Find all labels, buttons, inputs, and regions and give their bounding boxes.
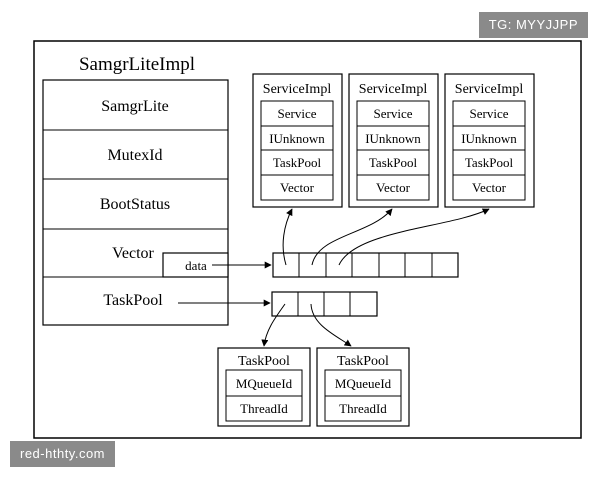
- service-impl-field: Service: [278, 106, 317, 121]
- service-impl-box-3: [444, 73, 535, 208]
- service-impl-field: TaskPool: [369, 155, 418, 170]
- watermark-bottom: red-hthty.com: [10, 441, 116, 467]
- samgr-field-vector: Vector: [112, 245, 154, 262]
- service-impl-title: ServiceImpl: [263, 82, 332, 97]
- task-pool-box-2: [316, 347, 410, 427]
- service-impl-field: Vector: [280, 180, 315, 195]
- task-pool-title: TaskPool: [337, 354, 389, 369]
- task-pool-box-1: [217, 347, 311, 427]
- vector-slot-to-service-3-arrow: [338, 208, 490, 266]
- pool-slot-to-taskpool-2-arrow: [310, 303, 352, 347]
- service-impl-field: Vector: [472, 180, 507, 195]
- task-pool-field: MQueueId: [335, 376, 392, 391]
- service-impl-field: IUnknown: [269, 131, 325, 146]
- pool-slot-to-taskpool-1-arrow: [261, 303, 286, 347]
- vector-slots: [272, 252, 459, 278]
- taskpool-slots: [271, 291, 378, 317]
- vector-slot-to-service-2-arrow: [311, 208, 393, 266]
- task-pool-title: TaskPool: [238, 354, 290, 369]
- samgr-box: [42, 79, 229, 326]
- samgr-field-samgrlite: SamgrLite: [101, 98, 169, 115]
- service-impl-field: IUnknown: [461, 131, 517, 146]
- samgr-title: SamgrLiteImpl: [79, 54, 195, 75]
- service-impl-field: TaskPool: [465, 155, 514, 170]
- task-pool-field: ThreadId: [240, 401, 288, 416]
- service-impl-title: ServiceImpl: [359, 82, 428, 97]
- vector-data-label: data: [185, 258, 207, 273]
- task-pool-field: MQueueId: [236, 376, 293, 391]
- service-impl-field: TaskPool: [273, 155, 322, 170]
- service-impl-field: Vector: [376, 180, 411, 195]
- samgr-field-bootstatus: BootStatus: [100, 196, 170, 213]
- samgr-field-mutexid: MutexId: [107, 147, 162, 164]
- watermark-top: TG: MYYJJPP: [478, 12, 588, 38]
- service-impl-field: Service: [470, 106, 509, 121]
- service-impl-box-2: [348, 73, 439, 208]
- service-impl-box-1: [252, 73, 343, 208]
- vector-slot-to-service-1-arrow: [282, 208, 293, 266]
- service-impl-title: ServiceImpl: [455, 82, 524, 97]
- service-impl-field: Service: [374, 106, 413, 121]
- samgr-field-taskpool: TaskPool: [103, 292, 163, 309]
- service-impl-field: IUnknown: [365, 131, 421, 146]
- outer-frame: [33, 40, 582, 439]
- task-pool-field: ThreadId: [339, 401, 387, 416]
